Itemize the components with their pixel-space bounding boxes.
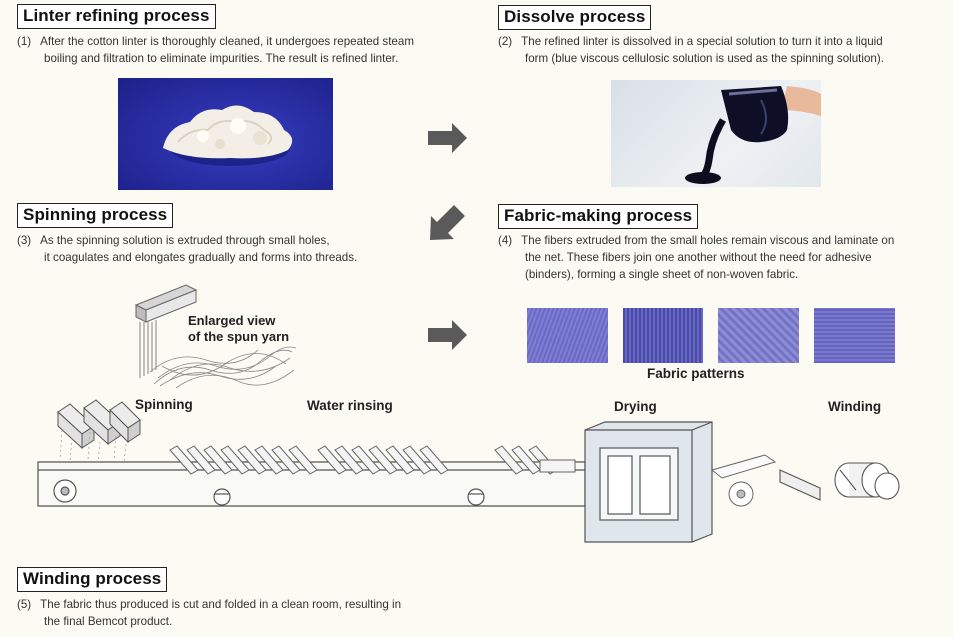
arrow-right-icon [428, 123, 467, 153]
fabric-making-title: Fabric-making process [498, 204, 699, 229]
fabric-patterns-label: Fabric patterns [647, 366, 745, 381]
spinning-description: (3)As the spinning solution is extruded … [17, 234, 358, 264]
rinsing-roller [186, 445, 216, 475]
rinsing-roller [203, 445, 233, 475]
rinsing-roller [288, 445, 318, 475]
rinsing-roller [494, 445, 524, 475]
fabric-pattern-swatch [527, 308, 608, 363]
cotton-pile-image [163, 105, 293, 166]
fabric-pattern-swatch [814, 308, 895, 363]
dissolve-description: (2)The refined linter is dissolved in a … [498, 35, 884, 65]
linter-refining-title: Linter refining process [17, 4, 216, 29]
fabric-making-description: (4)The fibers extruded from the small ho… [498, 234, 895, 281]
rinsing-roller [368, 445, 398, 475]
rinsing-roller [402, 445, 432, 475]
rinsing-rollers [169, 445, 558, 475]
linter-refining-description: (1)After the cotton linter is thoroughly… [17, 35, 414, 65]
rinsing-roller [351, 445, 381, 475]
rinsing-roller [419, 445, 449, 475]
rinsing-roller [220, 445, 250, 475]
stage-label-winding: Winding [828, 399, 882, 414]
stage-label-water-rinsing: Water rinsing [307, 398, 393, 413]
rinsing-roller [528, 445, 558, 475]
enlarged-view-label: Enlarged view of the spun yarn [188, 313, 290, 344]
rinsing-roller [334, 445, 364, 475]
spinning-heads [57, 399, 141, 450]
rinsing-roller [511, 445, 541, 475]
winding-process-description: (5)The fabric thus produced is cut and f… [17, 598, 402, 628]
dissolve-solution-photo [611, 80, 821, 187]
rinsing-roller [317, 445, 347, 475]
stage-label-spinning: Spinning [135, 397, 193, 412]
fabric-pattern-swatch [623, 308, 703, 363]
rinsing-roller [254, 445, 284, 475]
drying-unit [584, 421, 713, 543]
spinning-title: Spinning process [17, 203, 174, 228]
rinsing-roller [237, 445, 267, 475]
winding-process-title: Winding process [17, 567, 168, 592]
winding-rolls [779, 462, 900, 501]
rinsing-roller [385, 445, 415, 475]
stage-label-drying: Drying [614, 399, 657, 414]
rinsing-roller [169, 445, 199, 475]
pouring-beaker-image [685, 86, 821, 184]
arrow-right-icon [428, 320, 467, 350]
dissolve-title: Dissolve process [498, 5, 652, 30]
rinsing-roller [271, 445, 301, 475]
conveyor-belt [37, 461, 586, 507]
refined-linter-photo [118, 78, 333, 190]
fabric-pattern-swatch [718, 308, 799, 363]
